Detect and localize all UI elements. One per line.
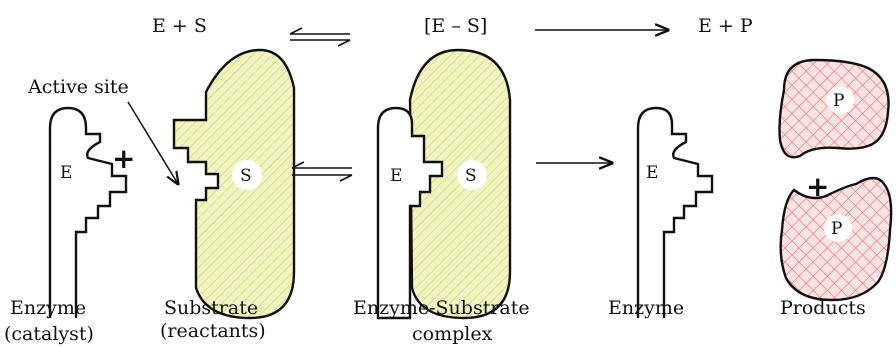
caption-products: Products: [780, 297, 866, 319]
caption-complex-line2: complex: [412, 323, 493, 345]
enzyme-shape: [48, 106, 128, 318]
product-top-p-circle: [826, 86, 854, 114]
equilibrium-arrows-top: [289, 27, 351, 47]
enzyme-label-e: E: [60, 163, 72, 183]
product-top-label-p: P: [833, 91, 844, 111]
enzyme-shape-2: [636, 106, 714, 318]
product-bottom-p-circle: [824, 214, 852, 242]
substrate-s-circle: [232, 160, 262, 190]
product-bottom-label-p: P: [831, 219, 842, 239]
caption-substrate-line2: (reactants): [160, 320, 266, 342]
equilibrium-arrows-middle: [291, 161, 353, 182]
equation-middle: [E – S]: [424, 15, 487, 37]
substrate-label-s: S: [240, 166, 252, 186]
caption-substrate-line1: Substrate: [164, 297, 258, 319]
complex-label-s: S: [465, 166, 477, 186]
complex-s-circle: [457, 160, 487, 190]
complex-enzyme-shape: [376, 106, 444, 320]
caption-enzyme-line2: (catalyst): [4, 323, 94, 345]
equation-right: E + P: [698, 15, 753, 37]
plus-sign-2: +: [806, 170, 829, 203]
caption-enzyme-line1: Enzyme: [10, 297, 86, 319]
equation-left: E + S: [152, 15, 207, 37]
complex-label-e: E: [390, 166, 402, 186]
enzyme2-label-e: E: [646, 163, 658, 183]
active-site-pointer: [127, 101, 178, 184]
caption-enzyme2: Enzyme: [608, 297, 684, 319]
caption-complex-line1: Enzyme-Substrate: [353, 297, 530, 319]
substrate-shape: [172, 48, 296, 320]
plus-sign-1: +: [112, 142, 135, 175]
active-site-label: Active site: [27, 76, 129, 98]
